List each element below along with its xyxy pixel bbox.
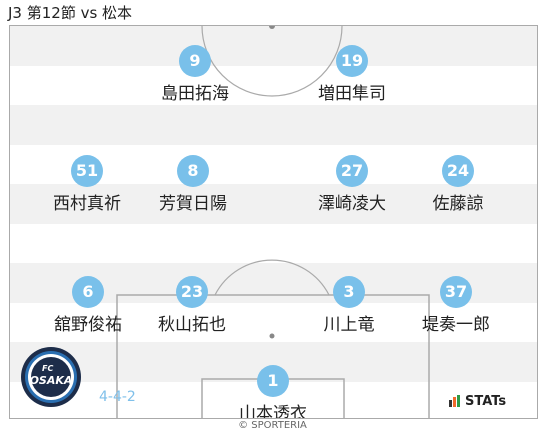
player-name: 秋山拓也 — [158, 315, 226, 335]
player-number: 27 — [336, 155, 368, 187]
player-name: 佐藤諒 — [432, 194, 484, 214]
match-title: J3 第12節 vs 松本 — [8, 4, 133, 22]
player-defender-left[interactable]: 6 舘野俊祐 — [28, 276, 148, 335]
player-name: 澤崎凌大 — [318, 194, 386, 214]
formation-label: 4-4-2 — [99, 389, 136, 405]
player-name: 川上竜 — [323, 315, 375, 335]
player-name: 島田拓海 — [161, 84, 229, 104]
player-forward-left[interactable]: 9 島田拓海 — [135, 45, 255, 104]
player-name: 西村真祈 — [53, 194, 121, 214]
svg-text:FC: FC — [42, 364, 53, 373]
player-number: 19 — [336, 45, 368, 77]
stats-bars-icon — [449, 395, 460, 407]
player-number: 51 — [71, 155, 103, 187]
player-name: 芳賀日陽 — [159, 194, 227, 214]
player-number: 3 — [333, 276, 365, 308]
player-number: 9 — [179, 45, 211, 77]
penalty-arc — [214, 259, 330, 296]
player-number: 37 — [440, 276, 472, 308]
player-number: 23 — [176, 276, 208, 308]
player-defender-center-left[interactable]: 23 秋山拓也 — [132, 276, 252, 335]
player-midfielder-left[interactable]: 51 西村真祈 — [27, 155, 147, 214]
copyright: © SPORTERIA — [238, 420, 307, 431]
player-forward-right[interactable]: 19 増田隼司 — [292, 45, 412, 104]
player-number: 8 — [177, 155, 209, 187]
pitch-stripe — [10, 105, 537, 145]
stats-label: STATs — [465, 394, 507, 409]
penalty-area — [116, 294, 430, 418]
player-name: 舘野俊祐 — [54, 315, 122, 335]
pitch: 9 島田拓海 19 増田隼司 51 西村真祈 8 芳賀日陽 27 澤崎凌大 24… — [9, 25, 538, 419]
player-midfielder-center-right[interactable]: 27 澤崎凌大 — [292, 155, 412, 214]
stats-brand: STATs — [449, 394, 506, 410]
center-spot — [269, 26, 275, 29]
pitch-stripe — [10, 26, 537, 66]
player-number: 24 — [442, 155, 474, 187]
pitch-lines — [116, 26, 430, 418]
player-name: 堤奏一郎 — [422, 315, 490, 335]
player-midfielder-right[interactable]: 24 佐藤諒 — [398, 155, 518, 214]
player-defender-right[interactable]: 37 堤奏一郎 — [396, 276, 516, 335]
player-name: 山本透衣 — [239, 404, 307, 419]
player-goalkeeper[interactable]: 1 山本透衣 — [213, 365, 333, 419]
player-defender-center-right[interactable]: 3 川上竜 — [289, 276, 409, 335]
player-number: 6 — [72, 276, 104, 308]
player-number: 1 — [257, 365, 289, 397]
player-midfielder-center-left[interactable]: 8 芳賀日陽 — [133, 155, 253, 214]
pitch-stripe — [10, 184, 537, 224]
svg-text:OSAKA: OSAKA — [30, 374, 73, 387]
penalty-spot — [269, 333, 275, 339]
club-logo: FC OSAKA — [21, 347, 81, 407]
player-name: 増田隼司 — [318, 84, 386, 104]
